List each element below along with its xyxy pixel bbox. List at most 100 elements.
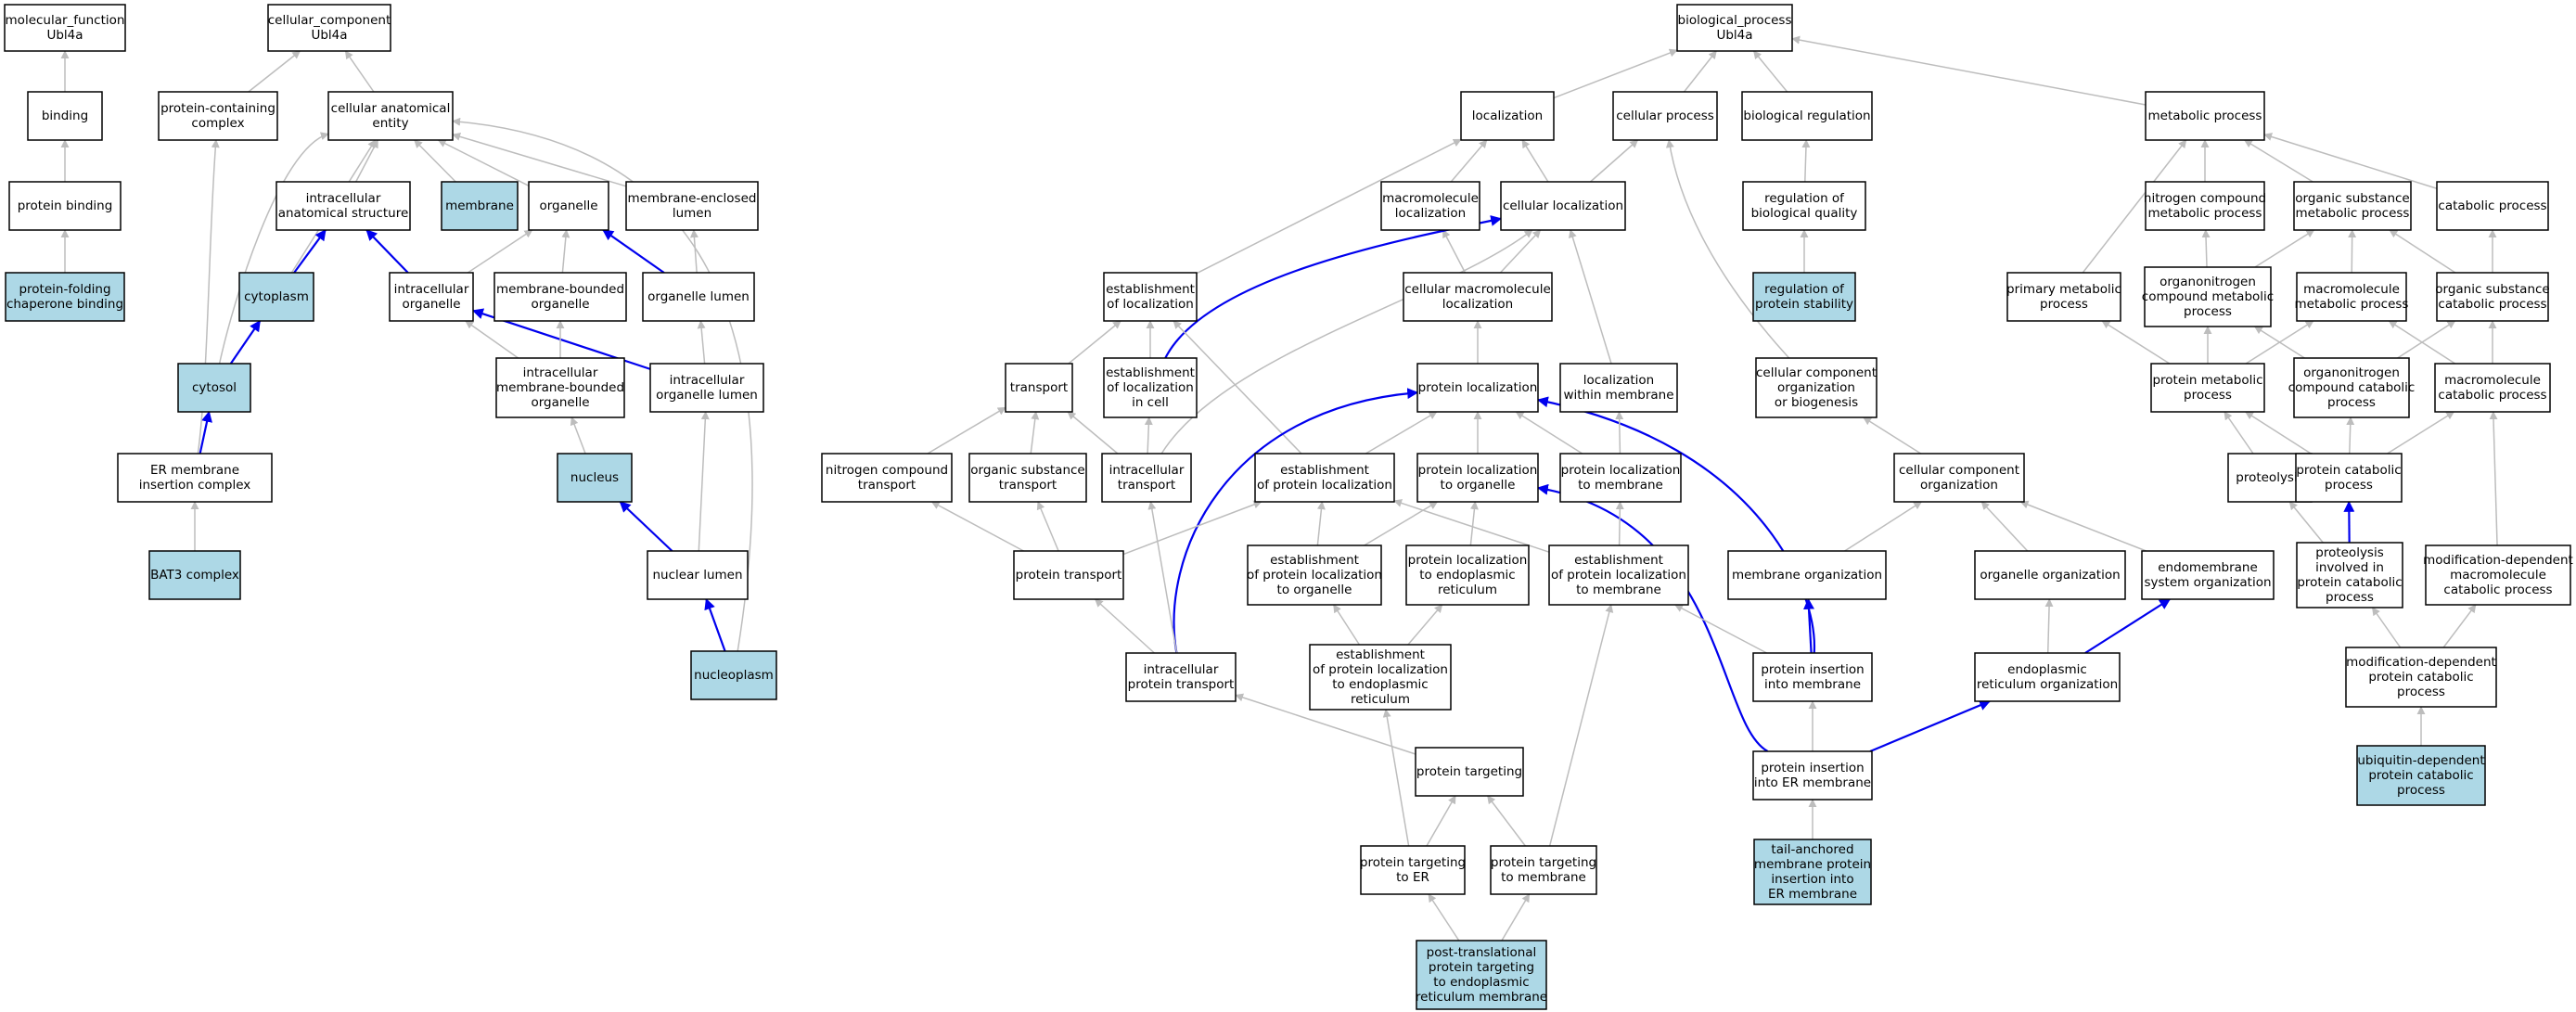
node-box <box>2145 181 2265 231</box>
node-label-line: organelle <box>539 199 597 213</box>
node-label-line: organic substance <box>2295 191 2409 206</box>
node-metabolic-process: metabolic process <box>2145 91 2265 141</box>
node-cytosol: cytosol <box>177 363 251 413</box>
node-label-line: protein stability <box>1755 297 1853 312</box>
node-nucleus: nucleus <box>557 453 633 503</box>
node-box <box>1360 845 1466 895</box>
node-label-line: compound catabolic <box>2288 380 2416 395</box>
node-label-line: metabolic process <box>2295 297 2409 312</box>
node-label-line: to endoplasmic <box>1419 568 1516 583</box>
edge-protein-containing-complex-to-cc-root <box>248 50 301 93</box>
edge-cellular-macromolecule-localization-to-cellular-localization <box>1499 229 1542 274</box>
node-label-line: protein localization <box>1408 553 1528 568</box>
node-box <box>1415 747 1524 797</box>
node-label-line: biological_process <box>1678 13 1792 28</box>
edge-cellular-component-organization-or-biogenesis-to-cellular-process <box>1665 139 1790 359</box>
node-label-line: in cell <box>1132 395 1169 410</box>
node-cellular-localization: cellular localization <box>1500 181 1626 231</box>
edge-post-translational-protein-targeting-to-er-membrane-to-protein-targeting-to-membrane <box>1501 893 1531 942</box>
node-protein-binding: protein binding <box>8 181 122 231</box>
node-box <box>267 4 391 52</box>
node-label-line: nitrogen compound <box>2144 191 2266 206</box>
node-organelle-organization: organelle organization <box>1974 550 2126 600</box>
node-label-line: process <box>2397 783 2445 798</box>
edge-organonitrogen-compound-catabolic-process-to-organic-substance-catabolic-process <box>2397 320 2456 359</box>
node-box <box>2295 453 2403 503</box>
node-label-line: protein insertion <box>1761 761 1864 775</box>
node-box <box>8 181 122 231</box>
edge-protein-insertion-into-er-membrane-to-endoplasmic-reticulum-organization <box>1869 699 1992 753</box>
node-label-line: establishment <box>1106 365 1195 380</box>
node-label-line: insertion into <box>1771 872 1853 887</box>
node-label-line: organelle <box>402 297 460 312</box>
node-label-line: organelle <box>531 297 589 312</box>
node-box <box>2293 357 2410 418</box>
edge-protein-insertion-into-membrane-to-membrane-organization <box>1803 597 1814 654</box>
node-protein-transport: protein transport <box>1013 550 1124 600</box>
edge-protein-localization-to-endoplasmic-reticulum-to-protein-localization-to-organelle <box>1469 501 1479 546</box>
node-box <box>2141 550 2275 600</box>
node-label-line: system organization <box>2144 575 2271 590</box>
edge-endoplasmic-reticulum-organization-to-endomembrane-system-organization <box>2084 598 2172 654</box>
node-label-line: modification-dependent <box>2423 553 2573 568</box>
node-label-line: Ubl4a <box>46 28 83 43</box>
node-box <box>441 181 519 231</box>
node-box <box>1125 652 1237 702</box>
edge-er-membrane-insertion-complex-to-cytosol <box>199 410 212 455</box>
edge-protein-targeting-to-er-to-protein-targeting <box>1426 795 1456 847</box>
node-label-line: metabolic process <box>2296 206 2410 221</box>
node-box <box>557 453 633 503</box>
node-label-line: transport <box>999 478 1057 493</box>
node-label-line: protein targeting <box>1360 855 1466 870</box>
node-label-line: to endoplasmic <box>1332 677 1429 692</box>
node-label-line: insertion complex <box>139 478 251 493</box>
node-label-line: or biogenesis <box>1775 395 1858 410</box>
node-label-line: cytosol <box>192 380 237 395</box>
node-catabolic-process: catabolic process <box>2436 181 2549 231</box>
node-label-line: protein transport <box>1016 568 1122 583</box>
node-label-line: intracellular <box>670 373 745 388</box>
node-organelle: organelle <box>528 181 609 231</box>
edge-establishment-of-protein-localization-to-organelle-to-protein-localization-to-organelle <box>1364 501 1439 546</box>
node-label-line: membrane organization <box>1732 568 1882 583</box>
node-label-line: protein-containing <box>160 101 276 116</box>
node-label-line: process <box>2325 478 2373 493</box>
node-label-line: protein-folding <box>19 282 110 297</box>
edge-transport-to-establishment-of-localization <box>1068 320 1121 365</box>
node-label-line: protein metabolic <box>2152 373 2262 388</box>
node-label-line: BAT3 complex <box>150 568 239 583</box>
node-label-line: cellular process <box>1616 109 1714 123</box>
node-label-line: membrane <box>445 199 514 213</box>
node-label-line: localization <box>1395 206 1466 221</box>
node-label-line: biological quality <box>1751 206 1858 221</box>
node-label-line: establishment <box>1336 647 1425 662</box>
node-label-line: metabolic process <box>2148 109 2262 123</box>
node-label-line: organonitrogen <box>2303 365 2400 380</box>
node-label-line: nitrogen compound <box>826 463 948 478</box>
node-box <box>1548 544 1689 606</box>
node-label-line: protein targeting <box>1429 960 1534 975</box>
node-box <box>1741 91 1873 141</box>
node-box <box>389 272 474 322</box>
node-label-line: modification-dependent <box>2346 655 2496 670</box>
edge-cellular-process-to-bp-root <box>1683 50 1717 93</box>
edge-membrane-enclosed-lumen-to-cellular-anatomical-entity <box>452 133 627 187</box>
node-label-line: to membrane <box>1576 583 1661 597</box>
edge-nucleus-to-intracellular-membrane-bounded-organelle <box>570 416 586 455</box>
node-label-line: nuclear lumen <box>652 568 742 583</box>
edge-modification-dependent-macromolecule-catabolic-process-to-macromolecule-catabolic-process <box>2489 411 2498 546</box>
edge-protein-targeting-to-intracellular-protein-transport <box>1235 693 1416 755</box>
node-organelle-lumen: organelle lumen <box>642 272 755 322</box>
node-label-line: cellular_component <box>268 13 391 28</box>
edge-post-translational-protein-targeting-to-er-membrane-to-protein-targeting-to-er <box>1428 893 1460 942</box>
